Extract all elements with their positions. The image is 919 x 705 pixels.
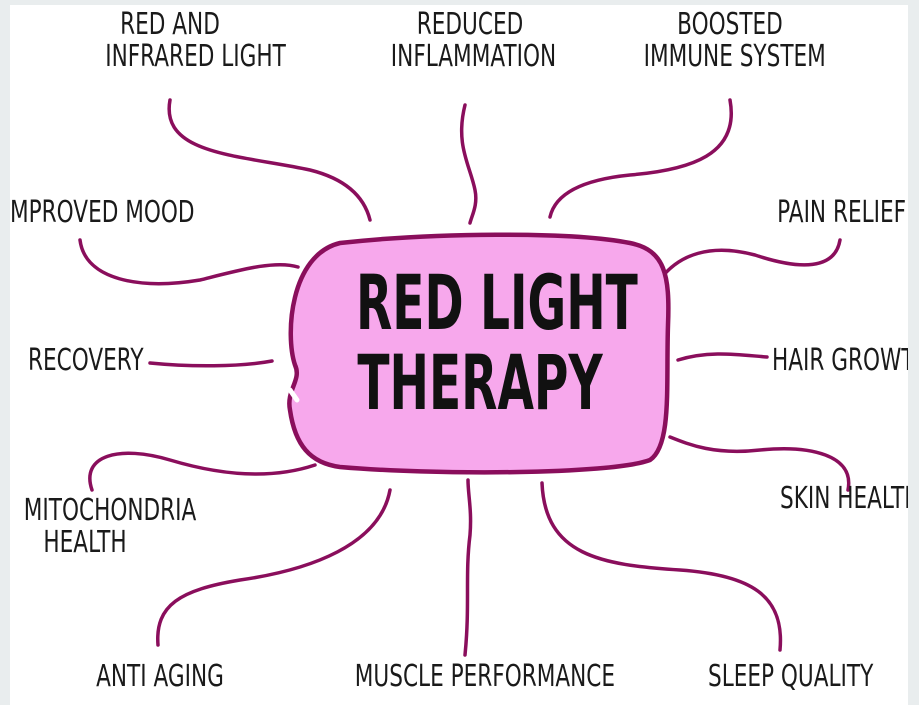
central-topic: RED LIGHT THERAPY — [356, 258, 638, 427]
label-immune: BOOSTED IMMUNE SYSTEM — [643, 7, 826, 74]
connector-sleep — [540, 481, 783, 652]
connector-hair — [676, 352, 769, 362]
label-mitochondria: MITOCHONDRIA HEALTH — [23, 493, 197, 560]
connector-lines — [78, 98, 851, 657]
label-inflammation: REDUCED INFLAMMATION — [390, 7, 557, 74]
label-line: BOOSTED — [677, 7, 783, 42]
center-bubble — [287, 232, 671, 475]
label-red-infrared: RED AND INFRARED LIGHT — [105, 7, 286, 74]
label-line: INFLAMMATION — [390, 39, 557, 74]
label-hair: HAIR GROWTI — [772, 343, 908, 378]
connector-pain — [660, 238, 842, 279]
connector-mood — [78, 238, 300, 286]
central-topic-line1: RED LIGHT — [356, 258, 638, 347]
connector-recovery — [148, 359, 274, 368]
label-line: RED AND — [120, 7, 220, 42]
label-recovery: RECOVERY — [28, 343, 144, 378]
bubble-gap-stroke — [287, 387, 300, 403]
label-line: HEALTH — [43, 525, 127, 560]
connector-red-infrared — [167, 98, 372, 222]
label-line: IMMUNE SYSTEM — [643, 39, 826, 74]
label-muscle: MUSCLE PERFORMANCE — [354, 659, 616, 694]
connector-muscle — [463, 478, 473, 657]
label-line: REDUCED — [416, 7, 524, 42]
connector-mitochondria — [88, 451, 317, 492]
label-skin: SKIN HEALTI — [780, 481, 908, 516]
label-pain: PAIN RELIEF — [777, 195, 906, 230]
label-mood: MPROVED MOOD — [10, 195, 195, 230]
central-topic-line2: THERAPY — [357, 338, 603, 427]
mind-map: RED LIGHT THERAPY RED AND INFRARED LIGHT… — [10, 5, 908, 705]
connector-anti-aging — [156, 488, 392, 647]
label-sleep: SLEEP QUALITY — [708, 659, 874, 694]
connector-immune — [548, 98, 734, 219]
label-anti-aging: ANTI AGING — [96, 659, 224, 694]
label-line: INFRARED LIGHT — [105, 39, 286, 74]
connector-inflammation — [459, 103, 478, 225]
connector-skin — [668, 435, 851, 492]
label-line: MITOCHONDRIA — [23, 493, 197, 528]
